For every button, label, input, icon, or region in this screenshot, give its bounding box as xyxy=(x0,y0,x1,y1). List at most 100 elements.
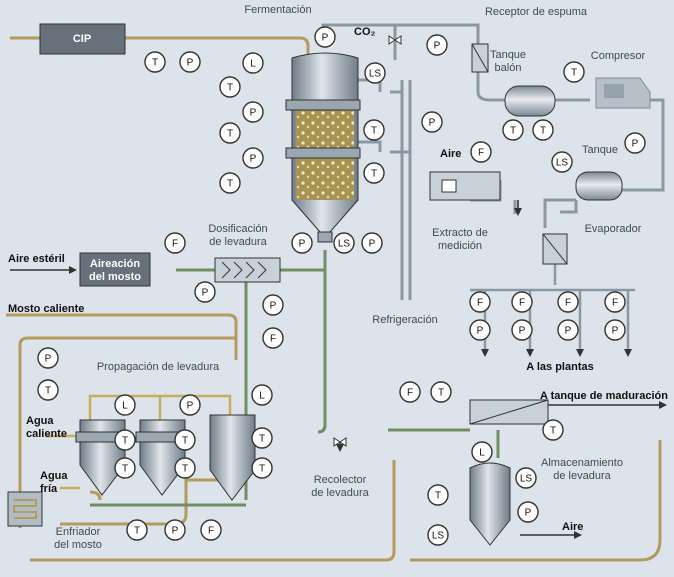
svg-text:F: F xyxy=(477,298,483,309)
instrument-p: P xyxy=(291,232,313,254)
svg-text:T: T xyxy=(122,436,128,447)
instrument-t: T xyxy=(251,427,273,449)
svg-text:T: T xyxy=(182,464,188,475)
instrument-l: L xyxy=(251,384,273,406)
svg-text:T: T xyxy=(371,126,377,137)
text-labels: CIP Fermentación CO₂ Receptor de espuma … xyxy=(8,4,668,551)
svg-text:T: T xyxy=(259,464,265,475)
svg-text:LS: LS xyxy=(338,239,351,250)
instrument-ls: LS xyxy=(515,467,537,489)
svg-text:P: P xyxy=(369,239,376,250)
instrument-l: L xyxy=(471,441,493,463)
instrument-t: T xyxy=(502,119,524,141)
svg-text:F: F xyxy=(407,388,413,399)
instrument-p: P xyxy=(242,147,264,169)
svg-text:LS: LS xyxy=(520,474,533,485)
label-receptor: Receptor de espuma xyxy=(485,6,588,18)
label-compresor: Compresor xyxy=(591,50,646,62)
svg-text:L: L xyxy=(122,401,128,412)
svg-text:P: P xyxy=(632,139,639,150)
instrument-ls: LS xyxy=(364,62,386,84)
svg-text:P: P xyxy=(429,118,436,129)
wort-aeration-unit xyxy=(79,252,151,287)
instrument-l: L xyxy=(114,394,136,416)
svg-text:T: T xyxy=(227,179,233,190)
foam-receiver xyxy=(471,43,489,73)
svg-text:T: T xyxy=(435,491,441,502)
instrument-f: F xyxy=(511,291,533,313)
valves xyxy=(333,35,402,447)
svg-text:P: P xyxy=(270,301,277,312)
svg-text:T: T xyxy=(371,169,377,180)
svg-text:T: T xyxy=(182,436,188,447)
instrument-f: F xyxy=(262,327,284,349)
instrument-f: F xyxy=(200,519,222,541)
svg-text:LS: LS xyxy=(556,158,569,169)
instrument-f: F xyxy=(399,381,421,403)
svg-text:F: F xyxy=(208,526,214,537)
svg-text:F: F xyxy=(478,148,484,159)
instrument-p: P xyxy=(164,519,186,541)
svg-text:LS: LS xyxy=(432,531,445,542)
instrument-t: T xyxy=(363,162,385,184)
svg-text:F: F xyxy=(172,239,178,250)
fermentation-vessel xyxy=(285,52,361,243)
instrument-p: P xyxy=(194,281,216,303)
instrument-p: P xyxy=(624,132,646,154)
instrument-p: P xyxy=(37,347,59,369)
svg-text:T: T xyxy=(571,68,577,79)
svg-text:P: P xyxy=(322,33,329,44)
svg-text:P: P xyxy=(612,326,619,337)
svg-text:F: F xyxy=(612,298,618,309)
label-fermentacion: Fermentación xyxy=(244,4,311,16)
svg-text:F: F xyxy=(519,298,525,309)
label-aire-esteril: Aire estéril xyxy=(8,253,65,265)
svg-text:P: P xyxy=(202,288,209,299)
instrument-f: F xyxy=(164,232,186,254)
label-a-tanque: A tanque de maduración xyxy=(540,390,668,402)
svg-text:P: P xyxy=(250,154,257,165)
flow-arrows xyxy=(10,200,667,539)
instrument-f: F xyxy=(604,291,626,313)
compressor xyxy=(595,77,651,109)
label-propagacion: Propagación de levadura xyxy=(97,361,220,373)
wort-cooler xyxy=(7,491,43,527)
instrument-p: P xyxy=(262,294,284,316)
svg-text:P: P xyxy=(519,326,526,337)
svg-text:T: T xyxy=(259,434,265,445)
instrument-p: P xyxy=(242,101,264,123)
instrument-t: T xyxy=(114,457,136,479)
instrument-f: F xyxy=(470,141,492,163)
instrument-l: L xyxy=(242,52,264,74)
svg-text:P: P xyxy=(299,239,306,250)
svg-text:T: T xyxy=(152,58,158,69)
svg-text:P: P xyxy=(172,526,179,537)
svg-text:T: T xyxy=(227,83,233,94)
filter-unit xyxy=(469,399,549,425)
instrument-p: P xyxy=(314,26,336,48)
svg-text:F: F xyxy=(565,298,571,309)
instrument-t: T xyxy=(532,119,554,141)
instrument-t: T xyxy=(114,429,136,451)
instrument-p: P xyxy=(426,34,448,56)
yeast-dosing-unit xyxy=(214,257,281,283)
instrument-t: T xyxy=(430,381,452,403)
svg-text:T: T xyxy=(438,388,444,399)
instrument-p: P xyxy=(517,501,539,523)
svg-text:P: P xyxy=(187,401,194,412)
instrument-t: T xyxy=(563,61,585,83)
yeast-storage-tank xyxy=(469,462,511,546)
instrument-f: F xyxy=(469,291,491,313)
svg-text:P: P xyxy=(187,58,194,69)
instrument-p: P xyxy=(604,319,626,341)
svg-text:P: P xyxy=(434,41,441,52)
instrument-ls: LS xyxy=(427,524,449,546)
